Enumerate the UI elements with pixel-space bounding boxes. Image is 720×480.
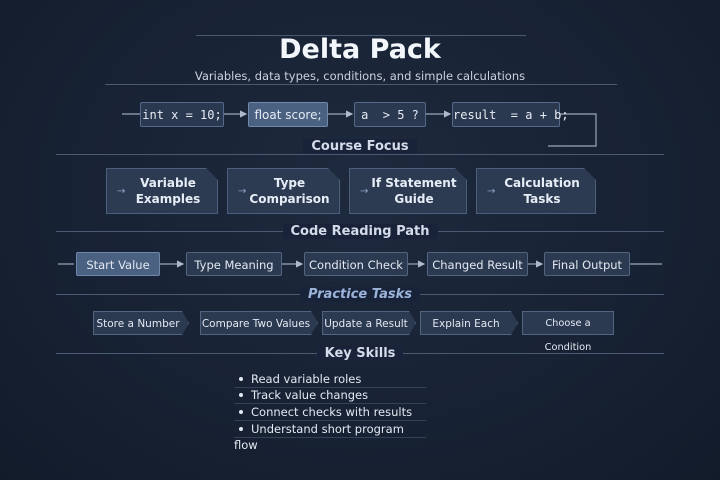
bullet-icon — [239, 376, 243, 381]
code-box-result: result = a + b; — [452, 102, 569, 127]
practice-task-update-a-result[interactable]: Update a Result — [322, 311, 416, 335]
title-top-rule — [196, 35, 526, 36]
skill-item: Understand short program flow — [234, 421, 426, 452]
section-title-practice-tasks: Practice Tasks — [0, 287, 720, 302]
arrow-right-icon: → — [360, 186, 369, 197]
practice-task-explain-each-line[interactable]: Explain Each Line — [420, 311, 518, 335]
practice-task-store-a-number[interactable]: Store a Number — [93, 311, 189, 335]
path-step-final-output[interactable]: Final Output — [544, 252, 630, 276]
code-loop-line — [548, 113, 597, 147]
arrow-right-icon: → — [117, 186, 126, 197]
subtitle-rule — [105, 84, 617, 85]
section-title-course-focus: Course Focus — [0, 139, 720, 154]
code-box-condition: a > 5 ? — [354, 102, 426, 127]
bullet-icon — [239, 426, 243, 431]
card-label-line2: Guide — [394, 192, 434, 206]
path-step-condition-check[interactable]: Condition Check — [304, 252, 408, 276]
card-label-line2: Examples — [135, 192, 201, 206]
arrow-right-icon: → — [487, 186, 496, 197]
arrow-right-icon: → — [238, 186, 247, 197]
card-label-line1: Calculation — [504, 176, 580, 190]
path-step-start-value[interactable]: Start Value — [76, 252, 160, 276]
card-label-line2: Comparison — [249, 192, 330, 206]
code-box-float: float score; — [248, 102, 328, 127]
course-focus-rule — [56, 154, 664, 155]
page-title: Delta Pack — [279, 34, 441, 65]
skill-item: Track value changes — [234, 387, 426, 404]
page-subtitle: Variables, data types, conditions, and s… — [194, 69, 526, 83]
code-box-int: int x = 10; — [140, 102, 224, 127]
bullet-icon — [239, 392, 243, 397]
card-label-line1: If Statement — [371, 176, 457, 190]
section-title-key-skills: Key Skills — [0, 346, 720, 361]
bullet-icon — [239, 409, 243, 414]
path-step-type-meaning[interactable]: Type Meaning — [186, 252, 282, 276]
section-title-code-reading-path: Code Reading Path — [0, 224, 720, 239]
card-label-line2: Tasks — [523, 192, 561, 206]
practice-task-compare-two-values[interactable]: Compare Two Values — [200, 311, 318, 335]
skill-item: Connect checks with results — [234, 404, 426, 421]
skill-item: Read variable roles — [234, 371, 426, 388]
card-label-line1: Variable — [140, 176, 196, 190]
practice-task-choose-a-condition[interactable]: Choose a Condition — [522, 311, 614, 353]
path-step-changed-result[interactable]: Changed Result — [427, 252, 528, 276]
card-label-line1: Type — [273, 176, 306, 190]
